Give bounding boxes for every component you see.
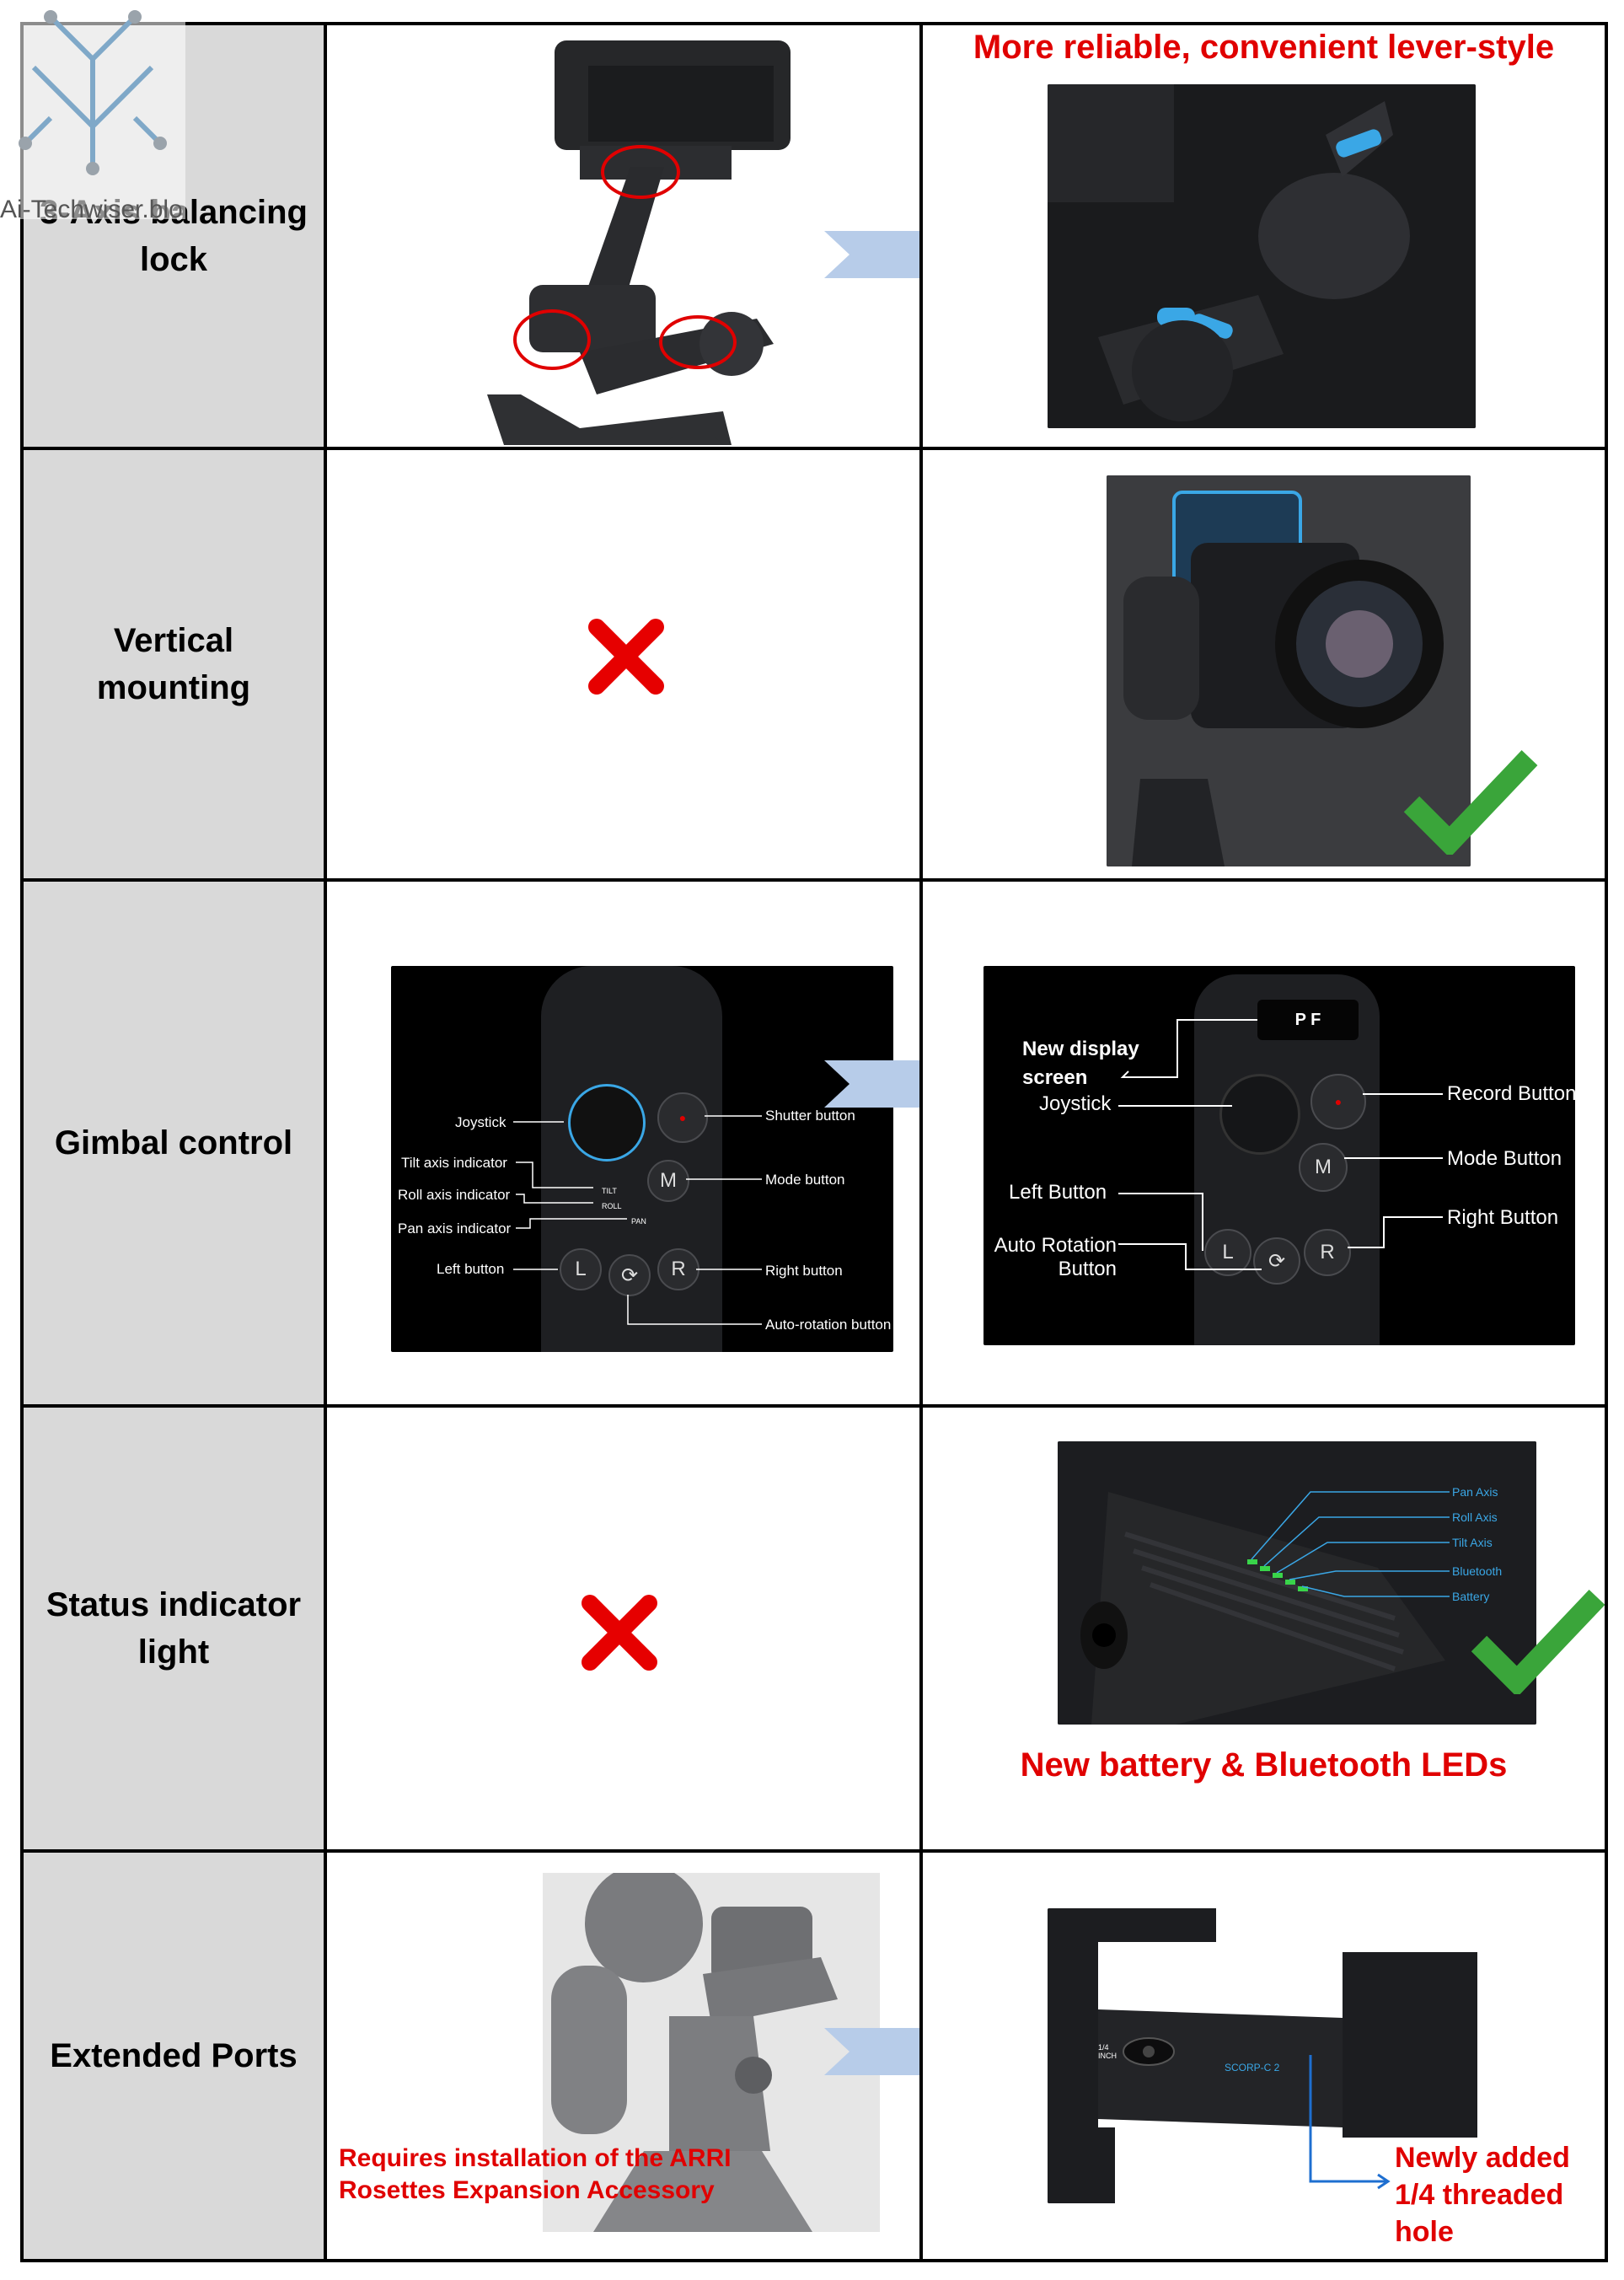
label-auto-rotation: Auto Rotation Button [994,1234,1117,1280]
label-shutter-button: Shutter button [765,1108,855,1124]
row-balancing-lock: 3-Axis balancing lock More re [24,25,1605,450]
cross-icon [588,619,664,695]
status-led-photo: Pan Axis Roll Axis Tilt Axis Bluetooth B… [1058,1441,1536,1725]
feature-label: Status indicator light [46,1586,302,1671]
old-model-cell: ● M L ⟳ R TILT ROLL PAN Joystick Tilt ax… [327,882,923,1404]
joystick-icon [1219,1074,1300,1155]
label-left-button: Left button [437,1261,505,1277]
arrow-right-icon [824,1060,919,1108]
auto-rotation-button-icon: ⟳ [1253,1237,1300,1285]
label-auto-rotation: Auto-rotation button [765,1317,892,1333]
old-model-cell [327,450,923,878]
label-mode-button: Mode button [765,1172,845,1188]
led-panel-icon [1058,1441,1536,1725]
joystick-icon [568,1084,646,1161]
comparison-table: 3-Axis balancing lock More re [20,22,1608,2262]
label-right-button: Right Button [1447,1206,1559,1229]
old-control-panel: ● M L ⟳ R TILT ROLL PAN Joystick Tilt ax… [391,966,893,1352]
new-control-panel: P F ● M L ⟳ R New display screen Joystic… [984,966,1575,1345]
label-pan-indicator: Pan axis indicator [398,1220,512,1237]
led-label-bluetooth: Bluetooth [1452,1564,1503,1578]
right-button-icon: R [657,1248,699,1290]
port-size-label: 1/4 INCH [1098,2043,1117,2060]
camera-vertical-icon [1107,475,1471,866]
gimbal-with-accessory-icon [543,1873,880,2232]
led-label-roll: Roll Axis [1452,1510,1498,1524]
new-port-photo: 1/4 INCH SCORP-C 2 [1048,1908,1343,2203]
accessory-note: Requires installation of the ARRI Rosett… [339,2144,732,2204]
new-model-cell: Pan Axis Roll Axis Tilt Axis Bluetooth B… [923,1408,1605,1849]
tilt-tiny-label: TILT [602,1187,617,1195]
pan-tiny-label: PAN [631,1217,646,1226]
vertical-mount-photo [1107,475,1471,866]
row-gimbal-control: Gimbal control ● M L ⟳ R TILT ROLL PAN J… [24,882,1605,1408]
label-mode-button: Mode Button [1447,1147,1562,1170]
old-gimbal-image [487,40,791,445]
threaded-hole-icon [1048,1908,1343,2203]
new-model-cell: P F ● M L ⟳ R New display screen Joystic… [923,882,1605,1404]
callout-lines [1118,1019,1443,1270]
record-button-icon: ● [1310,1074,1366,1129]
new-model-cell: 1/4 INCH SCORP-C 2 Newly added 1/4 threa… [923,1853,1605,2259]
mode-button-icon: M [1299,1143,1348,1192]
led-label-battery: Battery [1452,1590,1490,1603]
led-label-pan: Pan Axis [1452,1485,1498,1499]
label-tilt-indicator: Tilt axis indicator [401,1155,507,1171]
right-button-icon: R [1304,1229,1351,1276]
feature-cell: Gimbal control [24,882,327,1404]
left-button-icon: L [560,1248,602,1290]
label-right-button: Right button [765,1263,843,1279]
hole-callout-arrow [1309,2055,1391,2190]
arrow-right-icon [824,2028,919,2075]
status-led-title: New battery & Bluetooth LEDs [1020,1746,1508,1784]
old-port-photo [543,1873,880,2232]
left-button-icon: L [1204,1229,1251,1276]
label-roll-indicator: Roll axis indicator [398,1187,511,1203]
new-model-cell: More reliable, convenient lever-style [923,25,1605,447]
brand-label: SCORP-C 2 [1225,2062,1280,2073]
new-model-cell [923,450,1605,878]
row-extended-ports: Extended Ports Requires installation of … [24,1853,1605,2259]
feature-cell: Extended Ports [24,1853,327,2259]
checkmark-icon [1403,750,1538,855]
label-left-button: Left Button [1009,1181,1107,1204]
arrow-right-icon [824,231,919,278]
gimbal-handle-shape [1343,1952,1477,2138]
row-status-indicator: Status indicator light [24,1408,1605,1853]
label-record-button: Record Button [1447,1082,1575,1105]
watermark-logo [0,0,185,219]
feature-label: Extended Ports [50,2037,297,2074]
old-model-cell: Requires installation of the ARRI Rosett… [327,1853,923,2259]
shutter-button-icon: ● [657,1092,708,1143]
row-vertical-mounting: Vertical mounting [24,450,1605,882]
circuit-logo-icon [19,10,167,175]
display-screen: P F [1257,1000,1359,1040]
feature-cell: Status indicator light [24,1408,327,1849]
threaded-hole-note: Newly added 1/4 threaded hole [1395,2142,1570,2248]
label-joystick: Joystick [1039,1092,1112,1115]
label-new-display: New display screen [1022,1038,1139,1089]
callout-lines [513,1115,762,1325]
feature-label: Gimbal control [54,1124,293,1161]
led-label-tilt: Tilt Axis [1452,1536,1493,1549]
lever-lock-icon [1048,84,1476,428]
roll-tiny-label: ROLL [602,1202,622,1210]
led-callout-lines [1251,1491,1450,1597]
cross-icon [582,1595,657,1671]
label-joystick: Joystick [455,1114,506,1130]
mode-button-icon: M [647,1160,689,1202]
old-model-cell [327,1408,923,1849]
new-gimbal-photo [1048,84,1476,428]
improvement-title: More reliable, convenient lever-style [973,29,1555,66]
checkmark-icon [1471,1590,1605,1694]
auto-rotation-button-icon: ⟳ [608,1254,651,1296]
feature-label: Vertical mounting [96,622,251,706]
feature-cell: Vertical mounting [24,450,327,878]
old-model-cell [327,25,923,447]
watermark-text: Ai-Techwiser.blo [0,196,183,223]
